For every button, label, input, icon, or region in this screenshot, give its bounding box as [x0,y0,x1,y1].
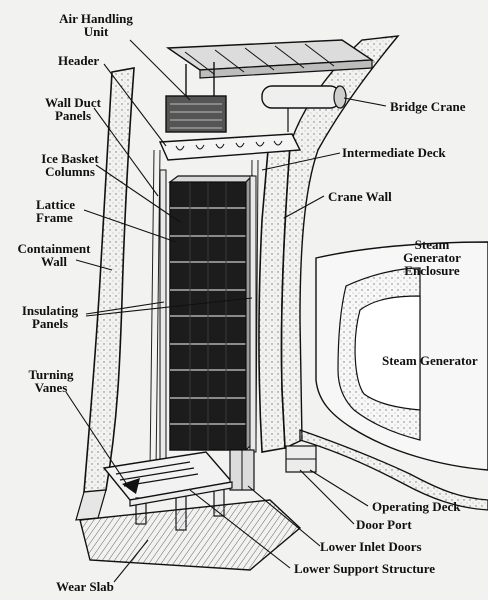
lower-inlet-doors [229,449,255,491]
label-ice-basket-columns: Ice Basket Columns [30,152,110,178]
leader-wear-slab [113,539,149,583]
leader-lower-support-structure [189,489,291,569]
label-wear-slab: Wear Slab [56,579,114,594]
operating-deck [299,429,488,511]
label-crane-wall: Crane Wall [328,189,392,204]
leader-bridge-crane [343,97,387,107]
label-steam-generator-enclosure-line-3: Enclosure [404,263,460,278]
air-handling-unit [165,95,227,133]
label-lattice-frame: Lattice Frame [36,198,75,224]
leader-containment-wall [75,259,113,271]
label-insulating-panels-line-2: Panels [31,316,69,331]
intermediate-deck [158,133,302,161]
label-lower-support-structure: Lower Support Structure [294,561,436,576]
wear-slab [79,499,302,571]
leader-wall-duct-panels [93,107,159,197]
label-steam-generator-enclosure-line-2: Generator [403,250,461,265]
leader-air-handling-unit [129,39,191,101]
label-containment-wall-line-1: Containment [17,241,91,256]
crane-wall [258,35,400,453]
leader-intermediate-deck [261,152,341,171]
leader-header [103,63,167,147]
label-header: Header [58,53,100,68]
label-air-handling-unit-line-1: Air Handling [59,11,133,26]
label-steam-generator: Steam Generator [382,353,478,368]
leader-lines [65,39,387,583]
leader-lattice-frame [83,209,177,243]
leader-ice-basket-columns [95,164,181,223]
label-air-handling-unit: Air Handling Unit [44,12,148,38]
leader-lower-inlet-doors [247,485,321,547]
label-turning-vanes-line-2: Vanes [34,380,68,395]
label-air-handling-unit-line-2: Unit [83,24,109,39]
door-port [285,445,317,473]
label-ice-basket-columns-line-2: Columns [45,164,95,179]
label-turning-vanes-line-1: Turning [28,367,74,382]
label-steam-generator-enclosure: Steam Generator Enclosure [386,238,478,277]
leader-insulating-panels-1 [85,301,165,315]
label-wall-duct-panels-line-1: Wall Duct [45,95,101,110]
steam-generator [354,295,421,411]
label-operating-deck: Operating Deck [372,499,461,514]
label-lattice-frame-line-1: Lattice [36,197,75,212]
label-door-port: Door Port [356,517,412,532]
label-lower-inlet-doors: Lower Inlet Doors [320,539,422,554]
leader-operating-deck [309,469,369,507]
leader-turning-vanes [65,391,129,487]
label-wall-duct-panels: Wall Duct Panels [36,96,110,122]
label-intermediate-deck: Intermediate Deck [342,145,446,160]
leader-door-port [299,469,355,525]
label-containment-wall: Containment Wall [4,242,104,268]
leader-crane-wall [283,195,325,219]
label-insulating-panels-line-1: Insulating [21,303,79,318]
label-steam-generator-enclosure-line-1: Steam [414,237,450,252]
label-ice-basket-columns-line-1: Ice Basket [41,151,99,166]
lattice-frame [168,174,254,452]
label-insulating-panels: Insulating Panels [10,304,90,330]
leader-insulating-panels-2 [85,297,253,317]
containment-wall [75,67,135,521]
label-bridge-crane: Bridge Crane [390,99,466,114]
turning-vanes [122,478,140,494]
label-containment-wall-line-2: Wall [40,254,67,269]
label-wall-duct-panels-line-2: Panels [54,108,92,123]
bridge-crane [165,39,375,132]
label-lattice-frame-line-2: Frame [36,210,73,225]
label-turning-vanes: Turning Vanes [16,368,86,394]
